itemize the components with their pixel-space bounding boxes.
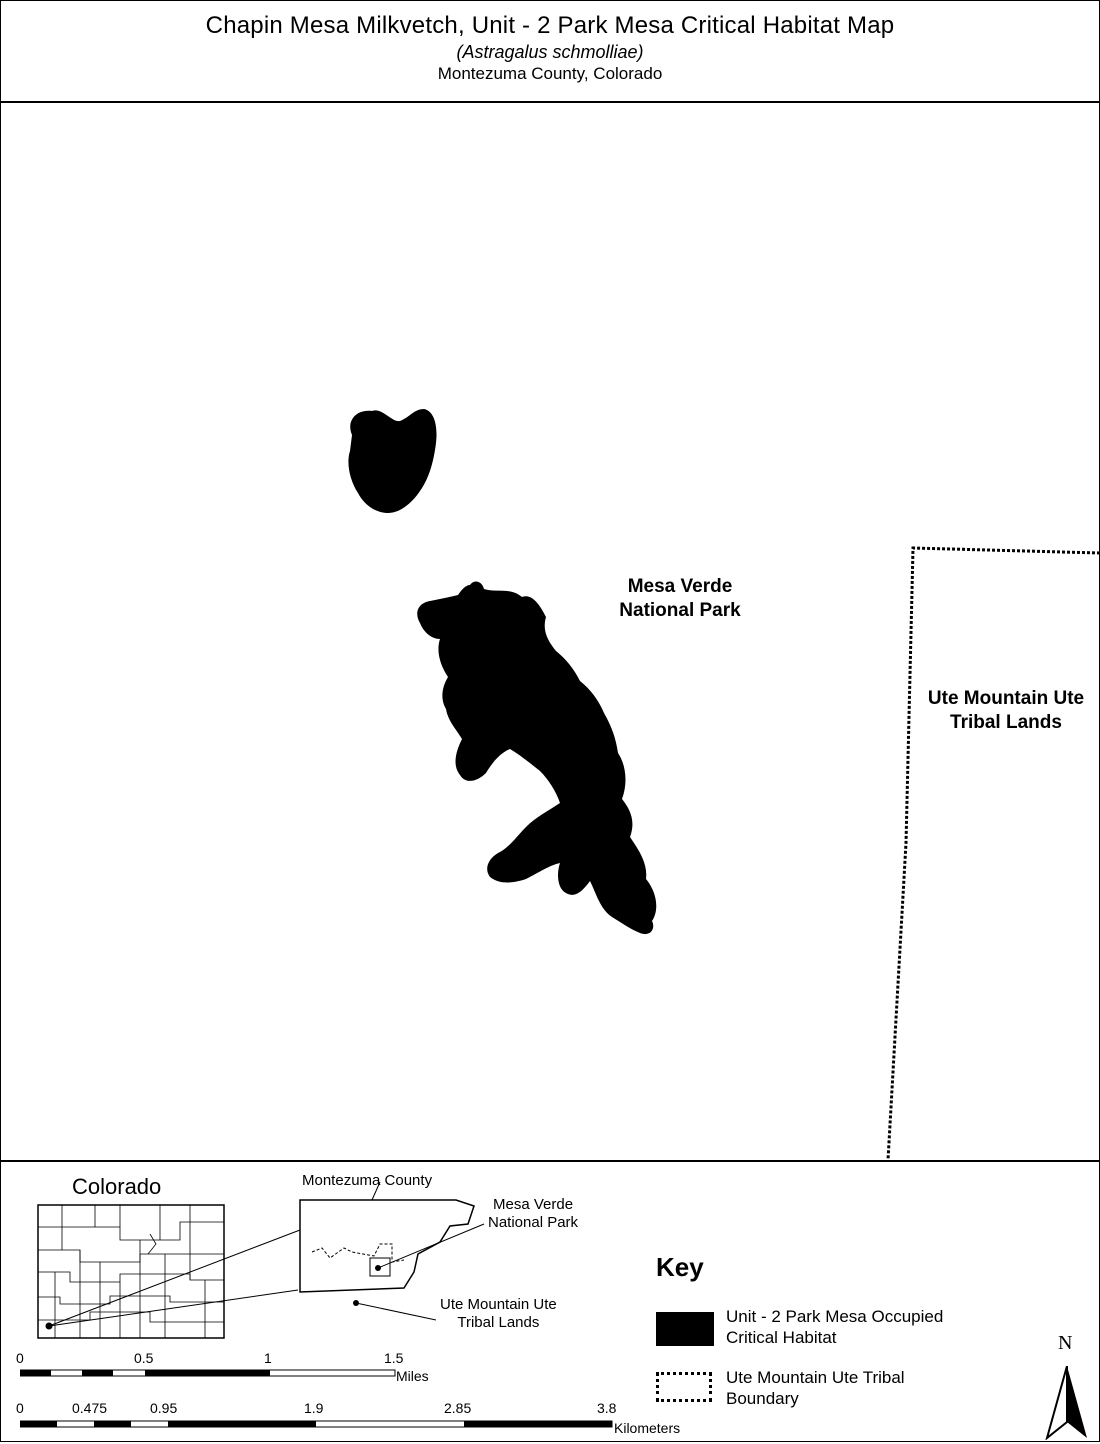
park-label-line1: Mesa Verde [627, 576, 733, 597]
north-arrow-icon: N [1045, 1332, 1089, 1440]
park-label: Mesa Verde National Park [590, 575, 770, 623]
park-leader-line [377, 1223, 485, 1269]
habitat-key-label: Unit - 2 Park Mesa Occupied Critical Hab… [726, 1306, 943, 1348]
north-arrow-shape [1045, 1366, 1087, 1440]
tribal-label-line1: Ute Mountain Ute [927, 688, 1085, 709]
habitat-swatch [656, 1312, 714, 1346]
habitat-key-line2: Critical Habitat [726, 1328, 837, 1347]
habitat-patch-north [348, 409, 437, 513]
miles-tick-05: 0.5 [134, 1350, 154, 1366]
habitat-key-line1: Unit - 2 Park Mesa Occupied [726, 1307, 944, 1326]
tribal-leader-line [355, 1302, 437, 1321]
tribal-lands-label: Ute Mountain Ute Tribal Lands [912, 687, 1100, 735]
inset-county-label: Montezuma County [302, 1172, 433, 1189]
miles-unit: Miles [396, 1368, 429, 1384]
map-title: Chapin Mesa Milkvetch, Unit - 2 Park Mes… [205, 12, 895, 39]
km-scale-bar [20, 1420, 613, 1428]
km-tick-0475: 0.475 [72, 1400, 108, 1416]
county-tribal-boundary [311, 1243, 405, 1263]
miles-tick-15: 1.5 [384, 1350, 404, 1366]
inset-maps [37, 1181, 485, 1339]
inset-tribal-label: Ute Mountain Ute Tribal Lands [440, 1296, 557, 1332]
boundary-key-line2: Boundary [726, 1389, 799, 1408]
km-tick-285: 2.85 [444, 1400, 472, 1416]
km-tick-0: 0 [16, 1400, 24, 1416]
title-block: Chapin Mesa Milkvetch, Unit - 2 Park Mes… [0, 0, 1100, 103]
inset-park-line1: Mesa Verde [493, 1196, 574, 1213]
key-title: Key [656, 1252, 704, 1282]
park-label-line2: National Park [619, 600, 741, 621]
boundary-swatch [656, 1372, 712, 1402]
inset-park-label: Mesa Verde National Park [488, 1196, 578, 1232]
boundary-key-line1: Ute Mountain Ute Tribal [726, 1368, 905, 1387]
inset-park-line2: National Park [488, 1214, 579, 1231]
miles-tick-1: 1 [264, 1350, 272, 1366]
inset-tribal-line2: Tribal Lands [457, 1314, 540, 1331]
leader-line-bottom [48, 1289, 299, 1327]
main-map[interactable]: Mesa Verde National Park Ute Mountain Ut… [0, 103, 1100, 1160]
bottom-panel: Colorado Montezuma County Mesa Verd [0, 1160, 1100, 1444]
colorado-county-grid [38, 1205, 224, 1338]
tribal-label-line2: Tribal Lands [950, 712, 1062, 733]
colorado-outline [37, 1204, 225, 1339]
km-tick-38: 3.8 [597, 1400, 617, 1416]
km-tick-19: 1.9 [304, 1400, 324, 1416]
habitat-patch-main [417, 581, 657, 935]
inset-tribal-line1: Ute Mountain Ute [440, 1296, 557, 1313]
county-park-box [369, 1257, 391, 1277]
main-map-canvas [348, 409, 1100, 1160]
county-leader-line [371, 1181, 381, 1201]
boundary-key-label: Ute Mountain Ute Tribal Boundary [726, 1367, 905, 1409]
leader-line-top [48, 1229, 301, 1327]
miles-scale-bar [20, 1369, 396, 1377]
colorado-title: Colorado [72, 1174, 162, 1199]
km-tick-095: 0.95 [150, 1400, 178, 1416]
montezuma-county-outline [299, 1199, 475, 1293]
miles-tick-0: 0 [16, 1350, 24, 1366]
tribal-boundary-line [886, 546, 1100, 1160]
species-name: (Astragalus schmolliae) [456, 42, 644, 62]
km-unit: Kilometers [614, 1420, 681, 1436]
north-letter: N [1058, 1332, 1073, 1354]
county-name: Montezuma County, Colorado [437, 64, 663, 83]
